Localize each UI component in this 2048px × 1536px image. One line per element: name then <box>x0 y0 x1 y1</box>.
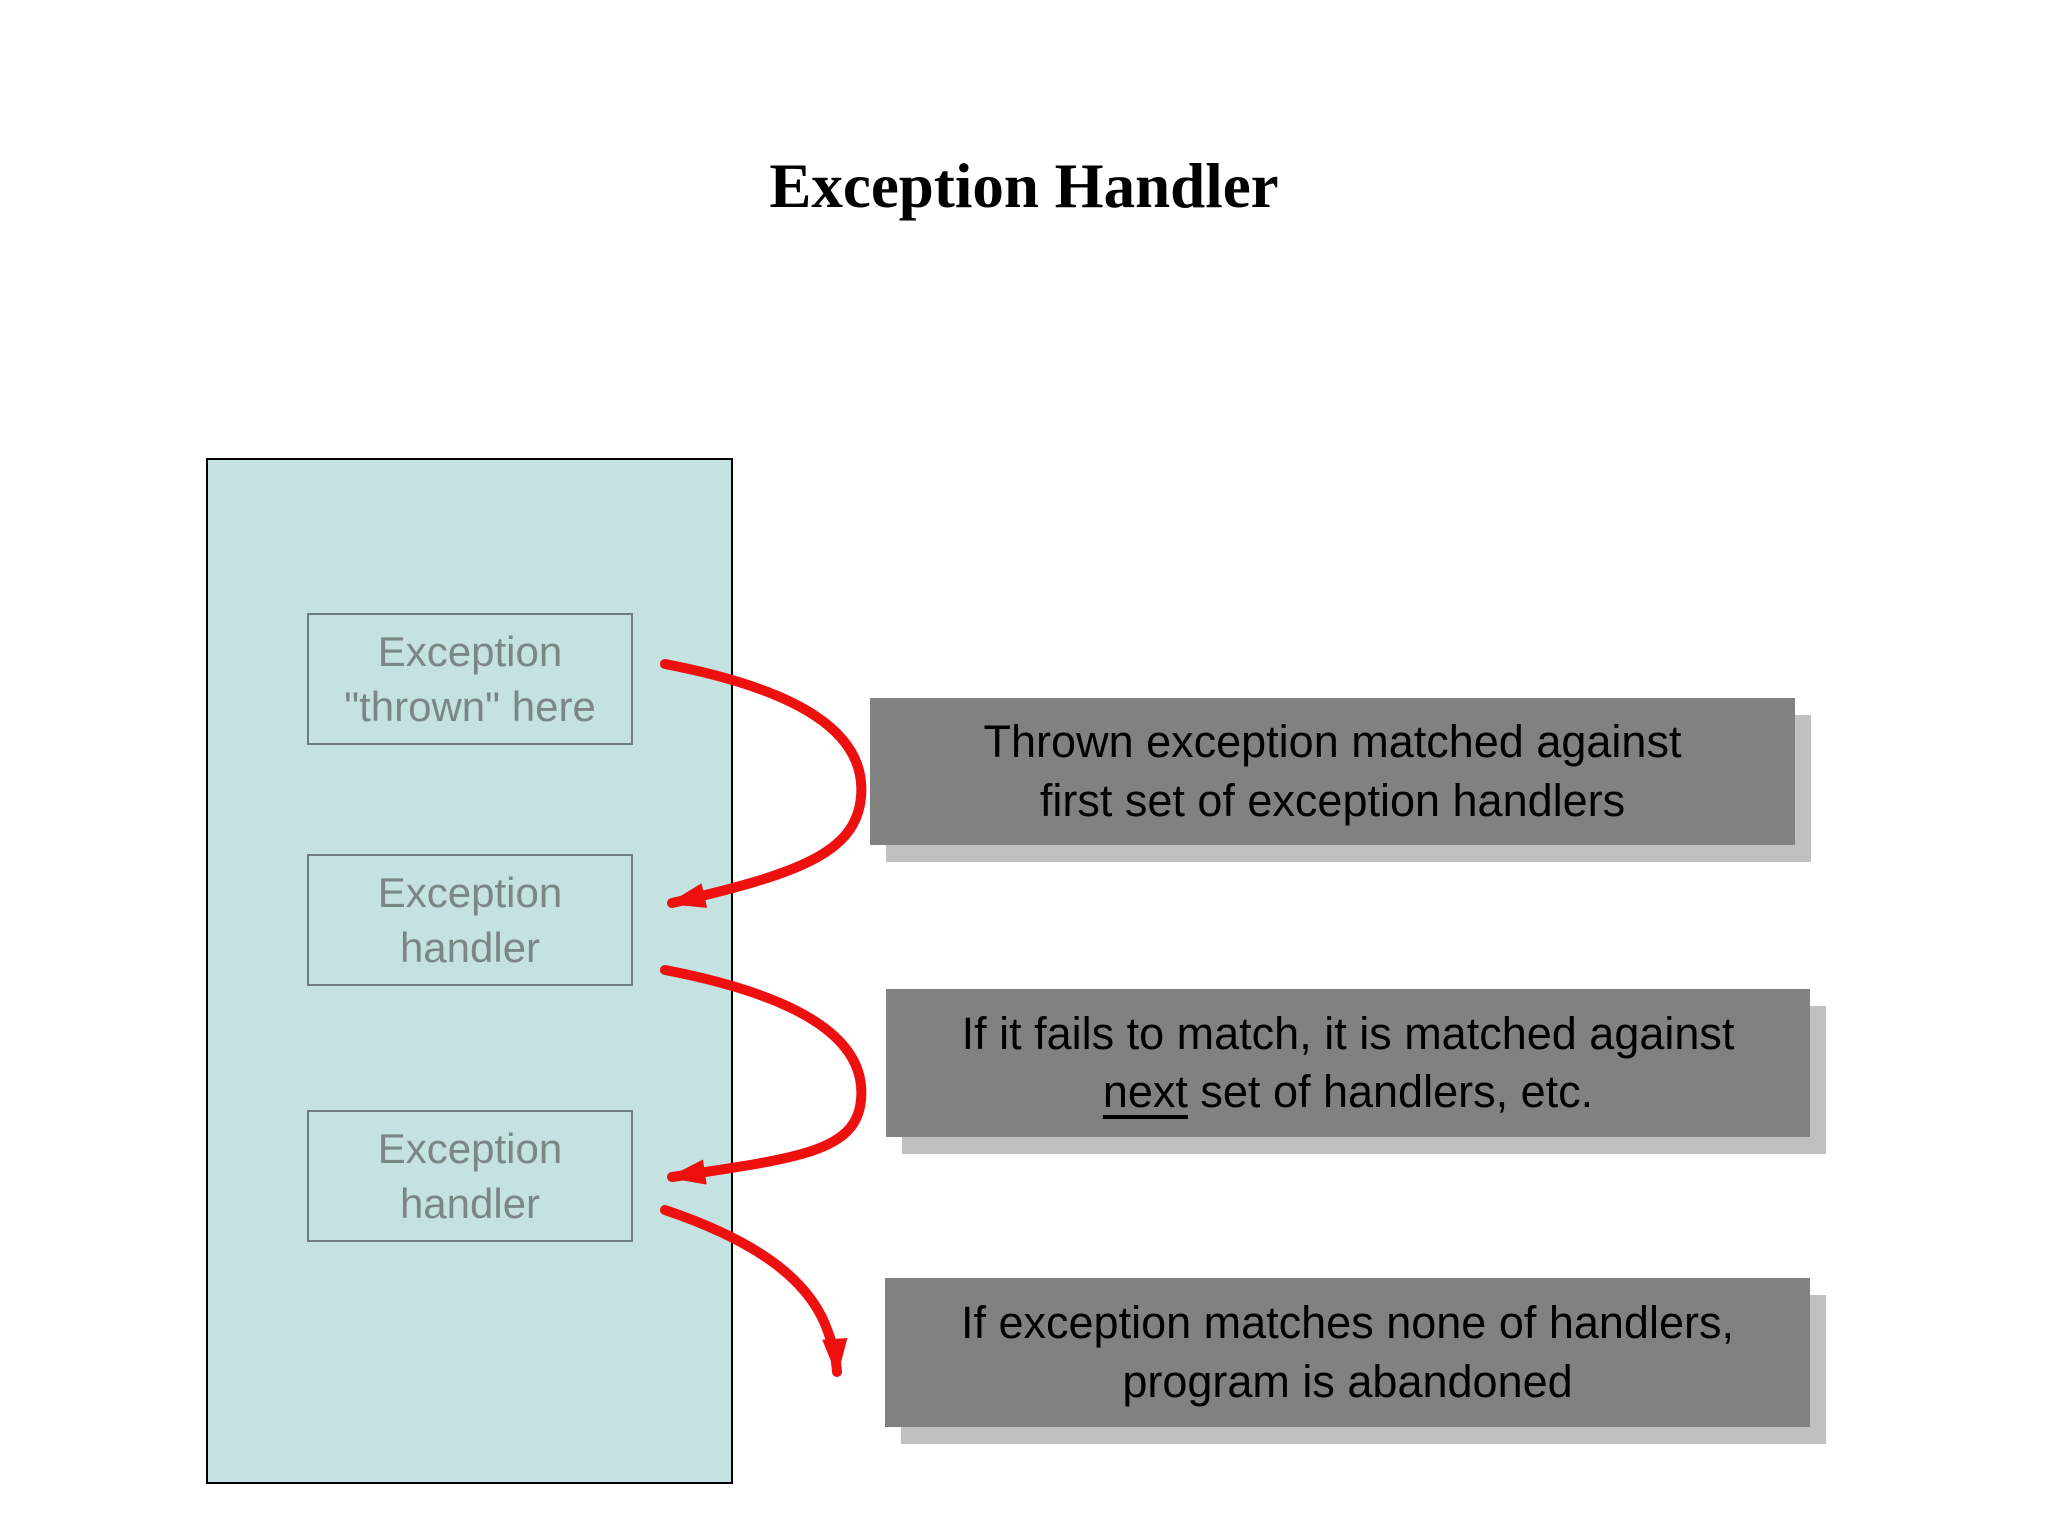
exception-handler-box-2: Exception handler <box>307 1110 633 1242</box>
exception-handler-2-label-line1: Exception <box>377 1124 563 1172</box>
callout-next-set: If it fails to match, it is matched agai… <box>886 989 1810 1137</box>
page-title: Exception Handler <box>769 151 1279 221</box>
exception-thrown-box: Exception "thrown" here <box>307 613 633 745</box>
callout-abandoned-line2: program is abandoned <box>1122 1355 1573 1407</box>
exception-handler-box-1: Exception handler <box>307 854 633 986</box>
callout-next-set-line2: next set of handlers, etc. <box>1103 1063 1593 1122</box>
callout-first-match: Thrown exception matched against first s… <box>870 698 1795 845</box>
callout-abandoned: If exception matches none of handlers, p… <box>885 1278 1810 1427</box>
callout-next-set-line1: If it fails to match, it is matched agai… <box>961 1007 1735 1059</box>
exception-thrown-label-line2: "thrown" here <box>344 683 596 730</box>
callout-next-set-line2-rest: set of handlers, etc. <box>1187 1066 1594 1117</box>
callout-first-match-line1: Thrown exception matched against <box>983 716 1682 767</box>
program-stack-region: Exception "thrown" here Exception handle… <box>206 458 733 1484</box>
underlined-word: next <box>1102 1066 1188 1117</box>
exception-handler-1-label-line2: handler <box>399 924 541 971</box>
exception-handler-1-label-line1: Exception <box>377 868 563 916</box>
callout-first-match-line2: first set of exception handlers <box>1039 774 1626 826</box>
callout-abandoned-line1: If exception matches none of handlers, <box>961 1297 1734 1348</box>
exception-handler-2-label-line2: handler <box>399 1180 541 1227</box>
exception-thrown-label-line1: Exception <box>377 627 563 675</box>
